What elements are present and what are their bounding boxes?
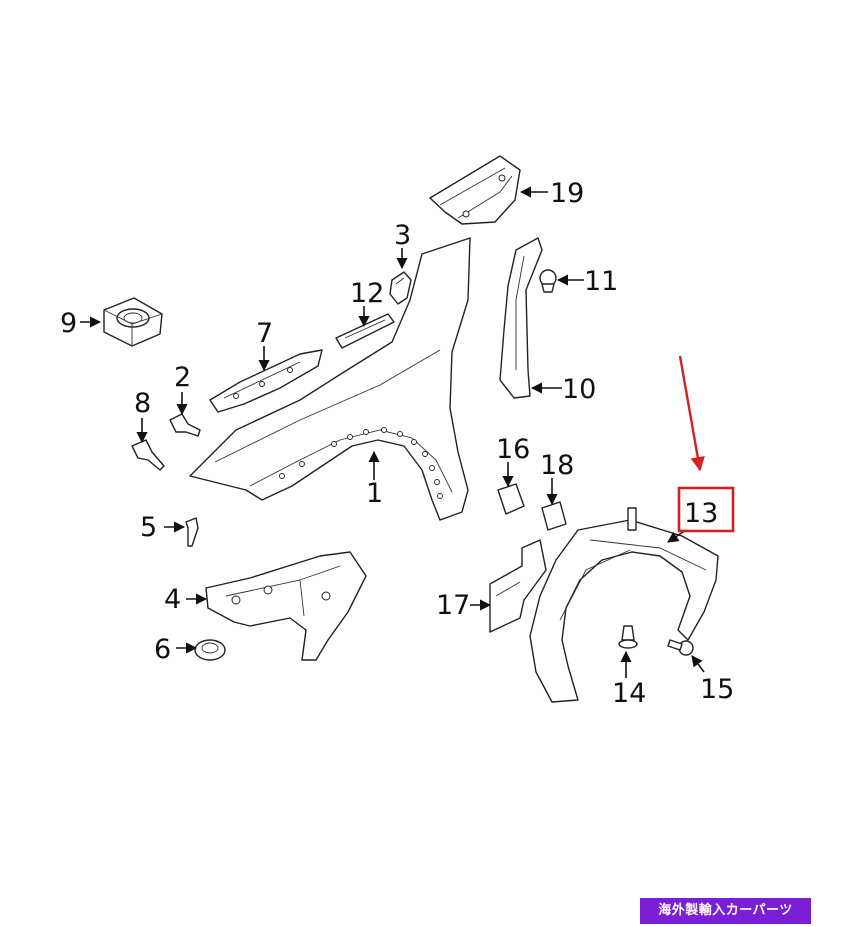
part-8-bolt bbox=[131, 439, 165, 471]
part-11-clip bbox=[539, 269, 557, 293]
part-15-screw bbox=[667, 639, 694, 656]
highlight-marker bbox=[677, 355, 735, 533]
part-12-strip bbox=[335, 313, 395, 349]
label-15: 15 bbox=[700, 674, 734, 705]
highlight-box bbox=[677, 486, 735, 533]
label-2: 2 bbox=[174, 362, 191, 393]
part-16-nut bbox=[497, 483, 525, 515]
label-14: 14 bbox=[612, 678, 646, 709]
part-1-fender bbox=[189, 237, 471, 521]
part-6-grommet bbox=[194, 639, 226, 661]
part-5-screw bbox=[185, 517, 199, 547]
label-1: 1 bbox=[366, 478, 383, 509]
part-9-pad bbox=[103, 297, 163, 347]
label-6: 6 bbox=[154, 634, 171, 665]
part-labels: 19 3 11 12 9 7 2 10 8 16 18 1 13 5 4 17 … bbox=[60, 178, 734, 709]
label-8: 8 bbox=[134, 388, 151, 419]
label-19: 19 bbox=[550, 178, 584, 209]
part-19-cover bbox=[429, 155, 521, 225]
part-3-clip bbox=[389, 271, 412, 305]
part-18-nut bbox=[541, 501, 567, 531]
label-3: 3 bbox=[394, 220, 411, 251]
part-17-shield bbox=[489, 539, 547, 633]
watermark-badge: 海外製輸入カーパーツ bbox=[640, 898, 811, 924]
label-18: 18 bbox=[540, 450, 574, 481]
part-2-bolt bbox=[169, 413, 201, 437]
label-17: 17 bbox=[436, 590, 470, 621]
part-10-bracket bbox=[499, 237, 543, 399]
label-13: 13 bbox=[684, 498, 718, 529]
label-11: 11 bbox=[584, 266, 618, 297]
part-13-liner bbox=[529, 507, 719, 703]
label-12: 12 bbox=[350, 278, 384, 309]
label-9: 9 bbox=[60, 308, 77, 339]
label-5: 5 bbox=[140, 512, 157, 543]
label-16: 16 bbox=[496, 434, 530, 465]
part-4-bracket bbox=[205, 551, 367, 661]
label-7: 7 bbox=[256, 318, 273, 349]
label-10: 10 bbox=[562, 374, 596, 405]
part-14-pin bbox=[618, 625, 638, 649]
part-7-bracket bbox=[209, 349, 323, 413]
label-4: 4 bbox=[164, 584, 181, 615]
